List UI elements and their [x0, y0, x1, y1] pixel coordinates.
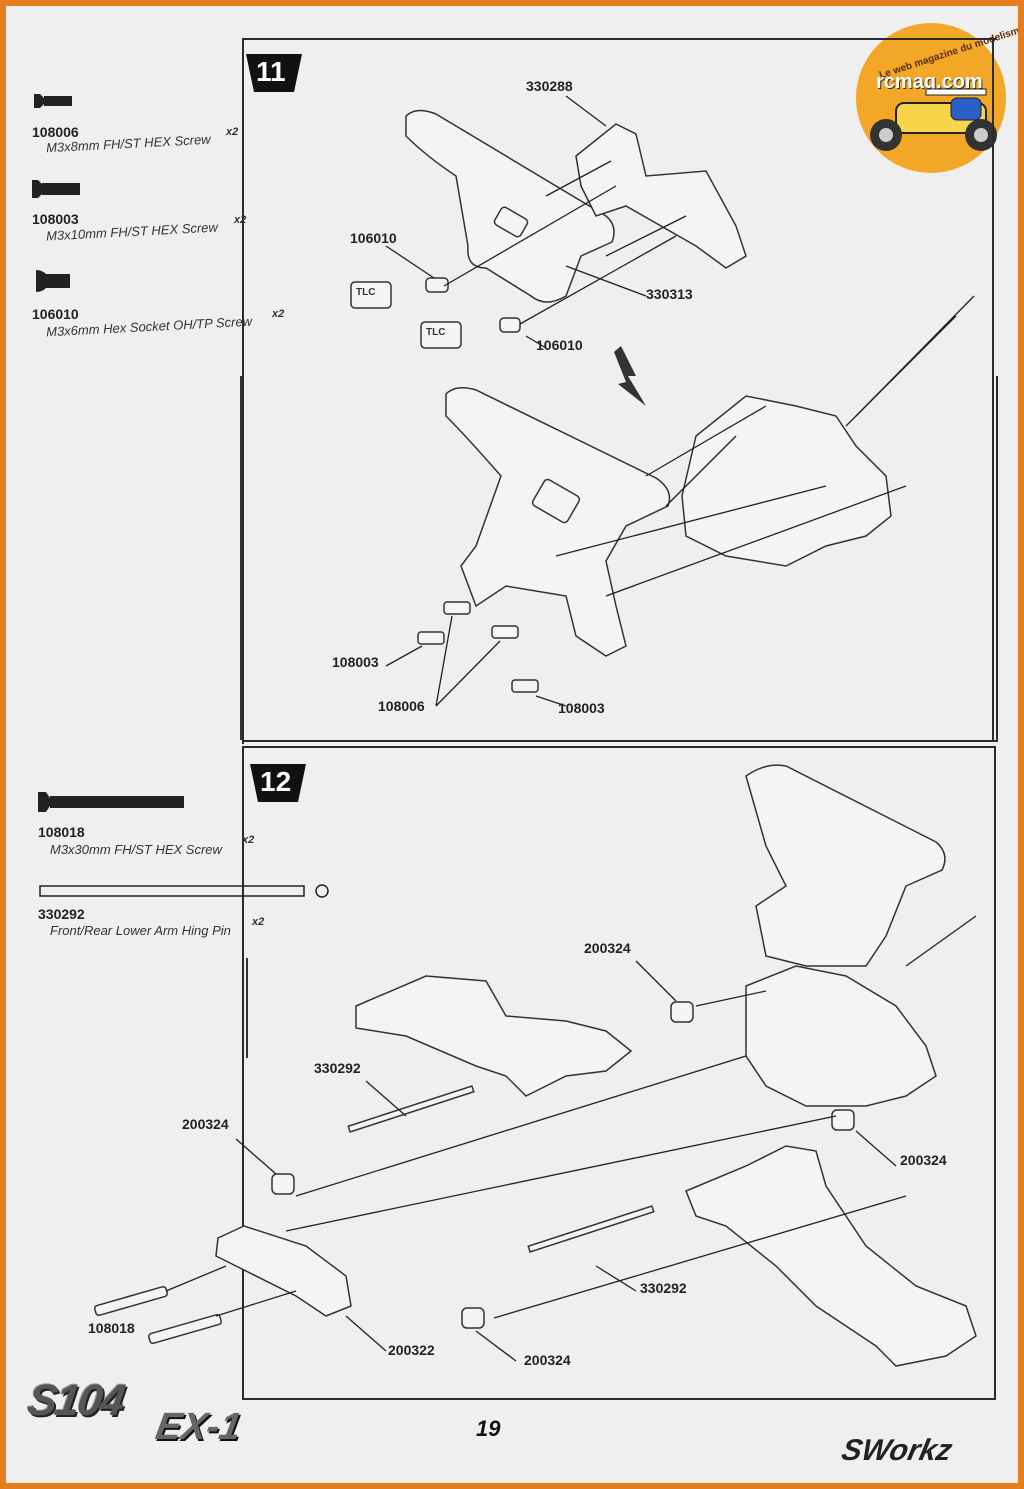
callout-label: 200324 [524, 1352, 571, 1368]
watermark-site: rcmag.com [876, 71, 983, 93]
screw-106010-icon [425, 277, 521, 333]
lower-arm-lower [685, 1145, 977, 1367]
callout-label: 108018 [88, 1320, 135, 1336]
gearbox-step12 [745, 965, 937, 1107]
page-number: 19 [476, 1416, 501, 1441]
thread-lock-label: TLC [426, 327, 446, 338]
assembly-drawings [94, 95, 977, 1367]
callout-label: 106010 [536, 337, 583, 353]
shock-tower-slot [493, 206, 529, 238]
callout-label: 330313 [646, 286, 693, 302]
callout-label: 200324 [584, 940, 631, 956]
shock-tower-330313 [405, 109, 615, 303]
step11-number: 11 [256, 56, 286, 87]
step11-frame-right [992, 38, 994, 742]
hinge-pin-330292-icon [39, 884, 329, 898]
step11-parts-icons [32, 94, 80, 292]
part-qty: x2 [242, 834, 255, 846]
divider-line [240, 376, 242, 740]
model-logo-suffix: EX-1 [152, 1406, 245, 1448]
hinge-pin-330292-icon [347, 1085, 655, 1253]
arrow-down-icon [614, 346, 646, 406]
thread-lock-bottle-icon [350, 281, 462, 349]
bushing-200324-icon [271, 1001, 855, 1329]
step12-badge: 12 [246, 762, 310, 804]
screw-108003-icon [417, 631, 539, 693]
brand-logo: SWorkz [838, 1434, 956, 1467]
arm-mount-200322 [215, 1225, 352, 1317]
watermark-car-icon [870, 88, 997, 151]
callout-label: 330288 [526, 78, 573, 94]
part-code: 330292 [38, 906, 85, 922]
part-code: 106010 [32, 306, 79, 322]
callout-label: 200322 [388, 1342, 435, 1358]
callout-label: 108003 [558, 700, 605, 716]
part-qty: x2 [252, 916, 265, 928]
tower-brace-330288 [575, 123, 747, 269]
callout-label: 108003 [332, 654, 379, 670]
screw-106010-icon [36, 270, 70, 292]
part-desc: Front/Rear Lower Arm Hing Pin [50, 923, 231, 938]
rcmag-watermark: Le web magazine du modelisme rcmag.com [856, 23, 1018, 173]
shock-tower-assembled [445, 387, 671, 657]
step11-badge: 11 [242, 52, 306, 94]
model-logo: S104 [24, 1376, 127, 1425]
callout-label: 200324 [182, 1116, 229, 1132]
step12-number: 12 [260, 766, 292, 797]
callout-label: 108006 [378, 698, 425, 714]
part-desc: M3x30mm FH/ST HEX Screw [50, 842, 222, 857]
part-code: 108018 [38, 824, 85, 840]
screw-108006-icon [443, 601, 519, 639]
gearbox-housing [681, 395, 892, 567]
lower-arm-upper [355, 975, 633, 1097]
shock-tower-step12 [745, 764, 946, 967]
part-qty: x2 [272, 308, 285, 320]
callout-label: 106010 [350, 230, 397, 246]
part-code: 108006 [32, 124, 79, 140]
part-qty: x2 [234, 214, 247, 226]
step11-frame-bottom [242, 376, 998, 742]
callout-label: 200324 [900, 1152, 947, 1168]
part-qty: x2 [226, 126, 239, 138]
screw-108003-icon [32, 180, 80, 198]
screw-108006-icon [34, 94, 72, 108]
callout-label: 330292 [640, 1280, 687, 1296]
manual-page: Le web magazine du modelisme rcmag.com 1… [6, 6, 1018, 1483]
part-code: 108003 [32, 211, 79, 227]
screw-108018-icon [38, 792, 184, 812]
thread-lock-label: TLC [356, 287, 376, 298]
step12-frame [242, 746, 996, 1400]
divider-line [246, 958, 248, 1058]
callout-label: 330292 [314, 1060, 361, 1076]
step12-parts-icons [38, 792, 329, 898]
